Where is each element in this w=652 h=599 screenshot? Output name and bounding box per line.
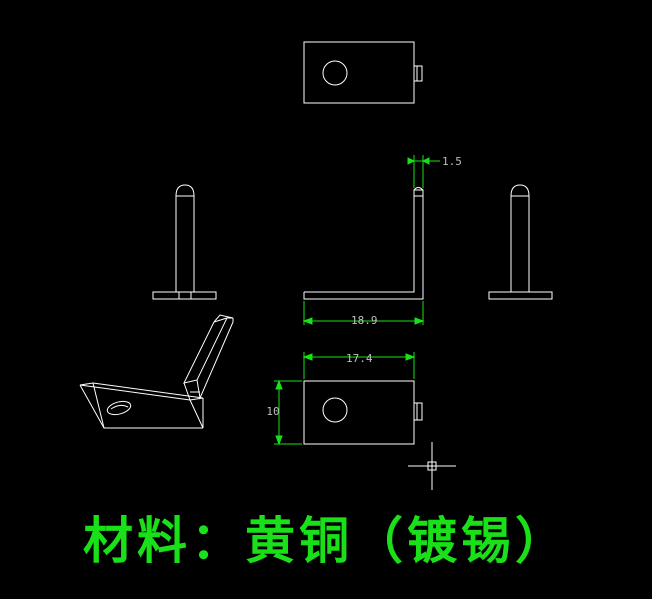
front-view [303, 187, 424, 300]
dim-width: 10 [266, 405, 279, 418]
right-side-view [488, 184, 553, 300]
right-base [488, 291, 553, 300]
dimension-lines [274, 155, 440, 446]
bottom-view-hole [322, 397, 348, 423]
top-view-plate [303, 41, 415, 104]
isometric-view [79, 314, 234, 429]
left-pin [175, 184, 195, 292]
dim-thickness: 1.5 [442, 155, 462, 168]
top-view-hole [322, 60, 348, 86]
left-base [152, 291, 217, 300]
crosshair-cursor-icon [408, 442, 456, 490]
dimension-texts: 1.5 18.9 17.4 10 [266, 155, 462, 418]
left-side-view [152, 184, 217, 300]
dim-body-length: 17.4 [346, 352, 373, 365]
iso-hole [106, 400, 132, 416]
front-l-profile [303, 189, 424, 300]
bottom-view-tab [413, 402, 423, 421]
material-label: 材料：黄铜（镀锡） [83, 512, 569, 570]
top-view-tab [413, 65, 423, 82]
dim-overall-length: 18.9 [351, 314, 378, 327]
right-pin [510, 184, 530, 292]
top-view [303, 41, 423, 104]
bottom-view [303, 380, 423, 445]
bottom-view-plate [303, 380, 415, 445]
